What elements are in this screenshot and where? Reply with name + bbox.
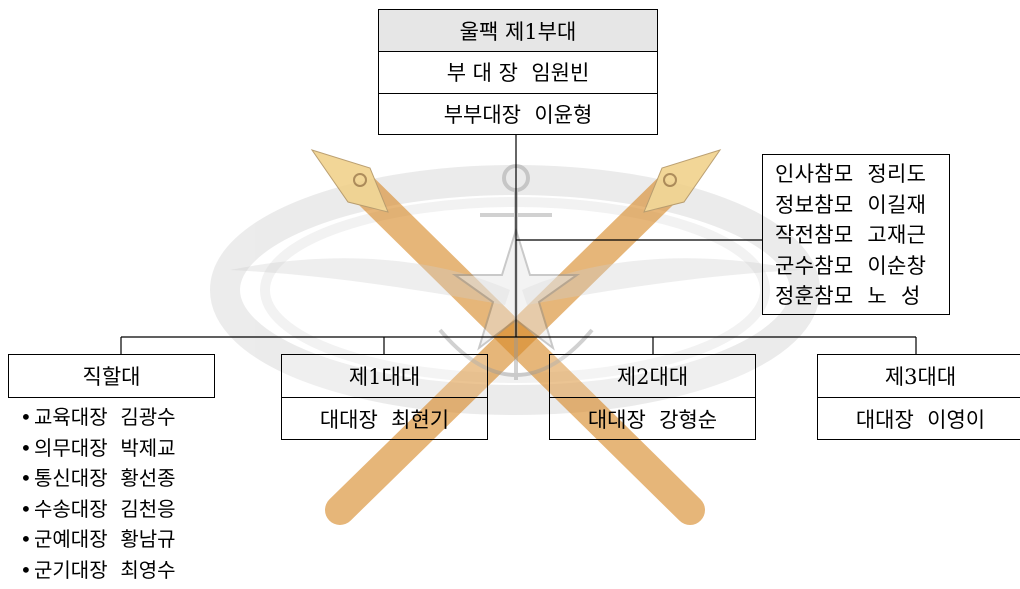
- list-item: •군기대장 최영수: [20, 555, 176, 586]
- battalion-2-title: 제2대대: [550, 355, 755, 397]
- headquarters-title: 울팩 제1부대: [379, 10, 657, 52]
- bullet-icon: •: [20, 527, 32, 551]
- staff-officer-personnel: 인사참모 정리도: [775, 162, 927, 186]
- battalion-1-title: 제1대대: [282, 355, 487, 397]
- staff-officer-intelligence: 정보참모 이길재: [775, 192, 927, 217]
- battalion-2-leader: 대대장 강형순: [550, 397, 755, 439]
- leader-military-police: 군기대장 최영수: [34, 557, 176, 582]
- staff-officer-operations: 작전참모 고재근: [775, 223, 927, 247]
- headquarters-box: 울팩 제1부대 부 대 장 임원빈 부부대장 이윤형: [378, 9, 658, 135]
- battalion-1-box: 제1대대 대대장 최현기: [281, 354, 488, 440]
- list-item: •통신대장 황선종: [20, 463, 176, 494]
- battalion-3-title: 제3대대: [818, 355, 1020, 397]
- battalion-3-leader: 대대장 이영이: [818, 397, 1020, 439]
- staff-officer-logistics: 군수참모 이순창: [775, 253, 927, 278]
- leader-entertainment: 군예대장 황남규: [34, 527, 176, 551]
- bullet-icon: •: [20, 557, 32, 582]
- bullet-icon: •: [20, 466, 32, 490]
- list-item: •군예대장 황남규: [20, 524, 176, 555]
- battalion-2-box: 제2대대 대대장 강형순: [549, 354, 756, 440]
- staff-officers-box: 인사참모 정리도 정보참모 이길재 작전참모 고재근 군수참모 이순창 정훈참모…: [762, 154, 950, 315]
- list-item: •교육대장 김광수: [20, 402, 176, 433]
- right-pen-icon: [325, 149, 722, 525]
- wing-icon: [230, 258, 800, 305]
- list-item: •의무대장 박제교: [20, 433, 176, 464]
- leader-education: 교육대장 김광수: [34, 405, 176, 429]
- battalion-3-box: 제3대대 대대장 이영이: [817, 354, 1020, 440]
- leader-medical: 의무대장 박제교: [34, 435, 176, 460]
- bullet-icon: •: [20, 405, 32, 429]
- direct-unit-title: 직할대: [82, 365, 141, 389]
- battalion-1-leader: 대대장 최현기: [282, 397, 487, 439]
- staff-officer-political: 정훈참모 노 성: [775, 284, 921, 308]
- commander-label: 부 대 장 임원빈: [379, 51, 657, 92]
- leader-signal: 통신대장 황선종: [34, 466, 176, 490]
- bullet-icon: •: [20, 496, 32, 521]
- leader-transport: 수송대장 김천응: [34, 496, 176, 521]
- direct-unit-leader-list: •교육대장 김광수 •의무대장 박제교 •통신대장 황선종 •수송대장 김천응 …: [20, 402, 176, 585]
- direct-unit-box: 직할대: [8, 354, 215, 398]
- deputy-commander-label: 부부대장 이윤형: [379, 92, 657, 134]
- list-item: •수송대장 김천응: [20, 494, 176, 525]
- bullet-icon: •: [20, 435, 32, 460]
